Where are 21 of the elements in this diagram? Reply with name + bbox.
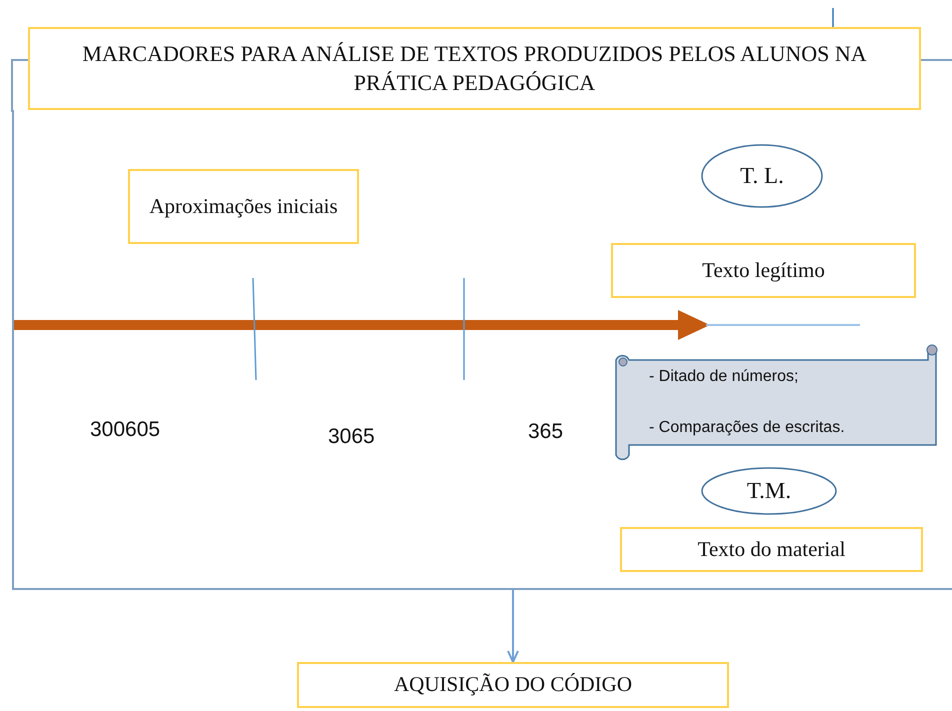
text-box <box>297 662 729 708</box>
text-box <box>28 27 921 110</box>
node-text: AQUISIÇÃO DO CÓDIGO <box>394 671 632 698</box>
number-label: 300605 <box>90 418 160 442</box>
bullet-text: - Comparações de escritas. <box>649 418 845 437</box>
node-text: T.M. <box>746 477 792 506</box>
title-text: MARCADORES PARA ANÁLISE DE TEXTOS PRODUZIDOS PELOS ALUNOS NA PRÁTICA PEDAGÓGICA <box>81 40 868 96</box>
node-text: T. L. <box>740 162 784 190</box>
arrow <box>507 590 519 663</box>
ellipse-node <box>701 144 823 208</box>
ellipse-node <box>701 467 837 515</box>
text-box <box>128 169 359 244</box>
node-text: Texto legítimo <box>702 256 825 284</box>
frame-box <box>12 110 952 590</box>
node-text: Aproximações iniciais <box>149 192 338 220</box>
bullet-text: - Ditado de números; <box>649 368 798 386</box>
number-label: 365 <box>528 420 564 444</box>
text-box <box>620 527 923 572</box>
number-label: 3065 <box>328 425 375 449</box>
node-text: Texto do material <box>698 536 846 563</box>
text-box <box>611 243 916 298</box>
